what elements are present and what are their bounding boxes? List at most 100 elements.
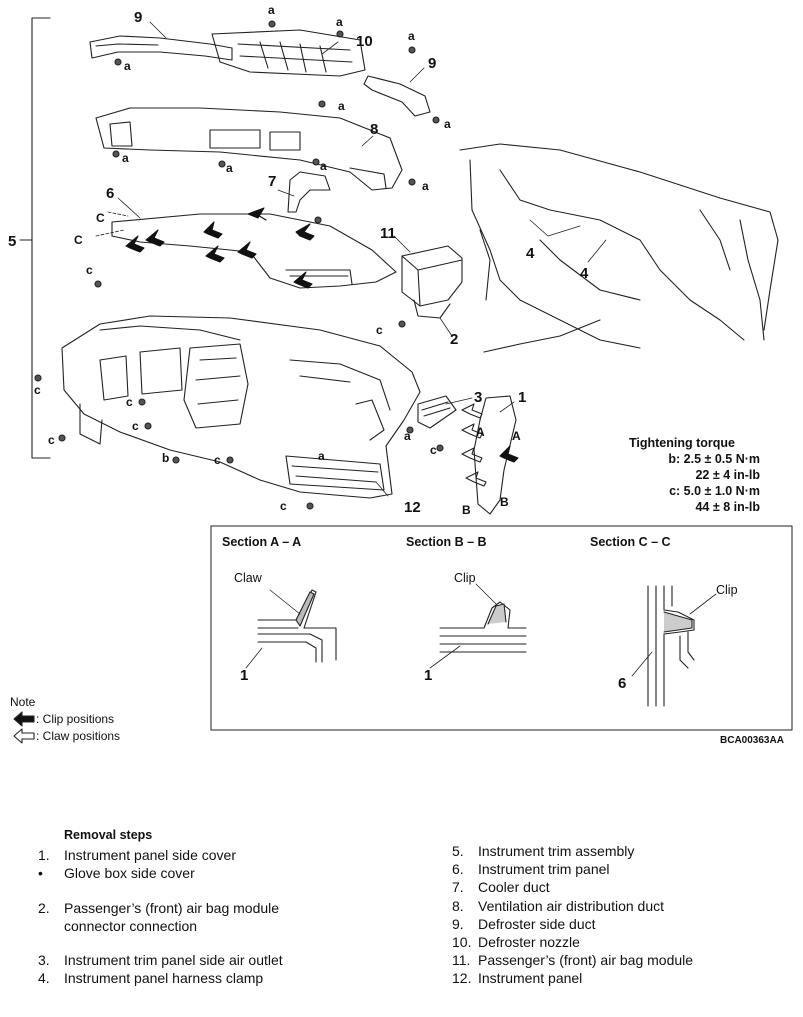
- section-c-c-title: Section C – C: [590, 535, 671, 549]
- callout-7: 7: [268, 173, 276, 190]
- callout-B: B: [462, 503, 471, 517]
- torque-title: Tightening torque: [628, 436, 735, 450]
- callout-c: c: [132, 419, 139, 433]
- section-b-b-drawing: [429, 583, 527, 669]
- section-c-c-number: 6: [618, 675, 626, 692]
- callout-a: a: [124, 59, 131, 73]
- section-b-b-clip-label: Clip: [454, 571, 476, 585]
- note-legend-icons: [13, 711, 35, 744]
- callout-6: 6: [106, 185, 114, 202]
- callout-c: c: [126, 395, 133, 409]
- fastener-screws: [34, 20, 444, 510]
- callout-a: a: [318, 449, 325, 463]
- removal-steps-right: 5.Instrument trim assembly 6.Instrument …: [452, 842, 792, 988]
- callout-c: c: [86, 263, 93, 277]
- callout-b: b: [162, 451, 169, 465]
- assembly-bracket: [19, 17, 51, 459]
- callout-A: A: [476, 425, 485, 439]
- callout-c: c: [376, 323, 383, 337]
- list-item: 7.Cooler duct: [452, 879, 550, 896]
- list-item: 6.Instrument trim panel: [452, 861, 610, 878]
- defroster-side-duct-left: [89, 35, 233, 61]
- callout-11: 11: [380, 225, 396, 242]
- instrument-panel: [61, 315, 421, 499]
- callout-a: a: [444, 117, 451, 131]
- list-item: 9.Defroster side duct: [452, 915, 596, 932]
- callout-3: 3: [474, 389, 482, 406]
- claw-arrows: [461, 403, 487, 487]
- callout-a: a: [336, 15, 343, 29]
- section-a-a-number: 1: [240, 667, 248, 684]
- callout-C: C: [74, 233, 83, 247]
- note-title: Note: [10, 695, 36, 709]
- callout-10: 10: [356, 33, 373, 50]
- callout-9-right: 9: [428, 55, 436, 72]
- instrument-trim-panel: [111, 213, 397, 289]
- removal-heading: Removal steps: [64, 828, 153, 842]
- callout-a: a: [422, 179, 429, 193]
- figure-id: BCA00363AA: [720, 735, 784, 746]
- exploded-diagram: 9 10 9 8 7 6 11 5 4 4 2 3 1 12 a a a a a…: [8, 3, 793, 744]
- callout-B: B: [500, 495, 509, 509]
- callout-A: A: [512, 429, 521, 443]
- section-a-a-title: Section A – A: [222, 535, 301, 549]
- callout-c: c: [48, 433, 55, 447]
- callout-c: c: [280, 499, 287, 513]
- callout-4-lower: 4: [580, 265, 589, 282]
- tightening-torque: Tightening torque b: 2.5 ± 0.5 N·m 22 ± …: [604, 435, 760, 515]
- list-item: 1. Instrument panel side cover: [38, 847, 236, 864]
- callout-8: 8: [370, 121, 378, 138]
- list-item: • Glove box side cover: [38, 865, 195, 882]
- list-item: 12.Instrument panel: [452, 970, 583, 987]
- callout-12: 12: [404, 499, 421, 516]
- callout-a: a: [404, 429, 411, 443]
- callout-4-upper: 4: [526, 245, 535, 262]
- callout-5: 5: [8, 233, 16, 250]
- torque-c-inlb: 44 ± 8 in-lb: [695, 500, 760, 514]
- list-item: 8.Ventilation air distribution duct: [452, 897, 664, 914]
- defroster-nozzle: [211, 29, 366, 77]
- note-legend: Note : Clip positions : Claw positions: [10, 694, 120, 745]
- section-c-c-drawing: [631, 585, 717, 707]
- clip-arrows: [125, 207, 519, 463]
- passenger-air-bag-module: [401, 245, 463, 319]
- section-b-b-number: 1: [424, 667, 432, 684]
- callout-c: c: [214, 453, 221, 467]
- callout-c: c: [430, 443, 437, 457]
- callout-a: a: [408, 29, 415, 43]
- section-views-box: [210, 525, 793, 731]
- instrument-panel-side-cover: [473, 395, 517, 515]
- note-clip-text: : Clip positions: [36, 712, 115, 726]
- instrument-panel-harness: [459, 143, 779, 353]
- list-item: 4. Instrument panel harness clamp: [38, 970, 264, 987]
- defroster-side-duct-right: [363, 75, 431, 117]
- callout-C: C: [96, 211, 105, 225]
- callout-a: a: [226, 161, 233, 175]
- removal-steps-left: Removal steps 1. Instrument panel side c…: [38, 826, 398, 987]
- side-air-outlet: [417, 395, 457, 429]
- callout-a: a: [122, 151, 129, 165]
- section-b-b-title: Section B – B: [406, 535, 487, 549]
- cooler-duct: [287, 171, 331, 213]
- callout-a: a: [320, 159, 327, 173]
- torque-b-inlb: 22 ± 4 in-lb: [695, 468, 760, 482]
- ventilation-air-distribution-duct: [95, 107, 403, 191]
- callout-c: c: [34, 383, 41, 397]
- callout-a: a: [338, 99, 345, 113]
- list-item: 5.Instrument trim assembly: [452, 843, 635, 859]
- callout-2: 2: [450, 331, 458, 348]
- note-claw-text: : Claw positions: [36, 729, 121, 743]
- list-item: 2. Passenger’s (front) air bag module co…: [38, 899, 280, 934]
- clip-arrow-icon: [13, 711, 35, 727]
- list-item: 10.Defroster nozzle: [452, 934, 580, 951]
- leader-lines: [95, 21, 607, 497]
- torque-b-nm: b: 2.5 ± 0.5 N·m: [668, 452, 760, 466]
- list-item: 11.Passenger’s (front) air bag module: [452, 952, 694, 969]
- section-a-a-claw-label: Claw: [234, 571, 263, 585]
- section-c-c-clip-label: Clip: [716, 583, 738, 597]
- callout-a: a: [268, 3, 275, 17]
- section-a-a-drawing: [245, 589, 337, 669]
- claw-arrow-icon: [13, 728, 35, 744]
- torque-c-nm: c: 5.0 ± 1.0 N·m: [669, 484, 760, 498]
- list-item: 3. Instrument trim panel side air outlet: [38, 952, 283, 969]
